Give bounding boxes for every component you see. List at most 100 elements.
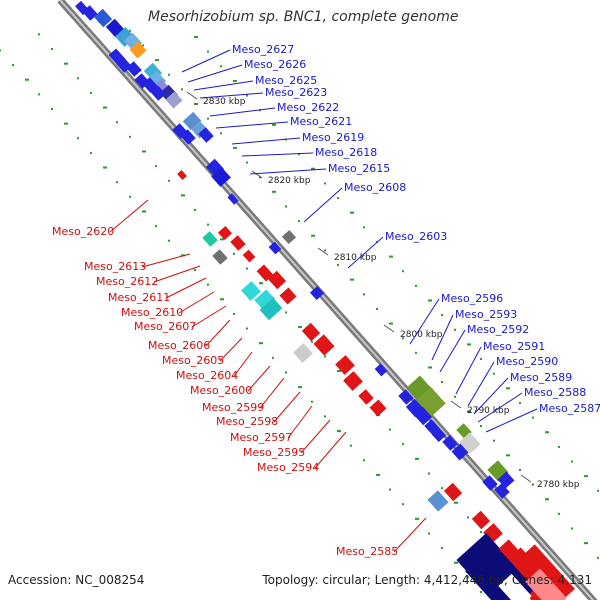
gc-dot <box>168 179 170 182</box>
gc-dot <box>467 343 471 346</box>
gene-block <box>182 111 202 131</box>
gene-label: Meso_2626 <box>244 58 306 71</box>
gc-dot <box>38 33 40 36</box>
gc-dot <box>441 381 443 384</box>
leader-line <box>141 253 191 268</box>
gene-block <box>427 490 449 512</box>
gene-label: Meso_2607 <box>134 320 196 333</box>
gene-block <box>267 270 287 290</box>
gc-dot <box>155 59 159 62</box>
gc-dot <box>285 371 287 374</box>
gc-dot <box>441 314 443 317</box>
gc-dot <box>454 501 458 504</box>
gene-block <box>129 41 147 59</box>
gene-block <box>230 235 246 251</box>
leader-line <box>439 329 466 373</box>
leader-line <box>181 49 231 73</box>
gene-label: Meso_2592 <box>467 323 529 336</box>
gene-label: Meso_2603 <box>385 230 447 243</box>
gene-block <box>313 334 335 356</box>
leader-line <box>199 92 264 99</box>
gc-dot <box>363 459 365 462</box>
gc-dot <box>311 400 313 403</box>
gene-label: Meso_2589 <box>510 371 572 384</box>
gene-block <box>217 225 233 241</box>
leader-line <box>485 408 538 433</box>
gc-dot <box>298 326 302 329</box>
gc-dot <box>467 516 469 519</box>
gc-dot <box>571 460 573 463</box>
gc-dot <box>90 151 92 154</box>
tick-mark <box>383 324 395 333</box>
gc-dot <box>298 153 300 156</box>
leader-line <box>393 517 427 553</box>
gene-block <box>198 127 214 143</box>
gene-block <box>497 471 515 489</box>
gc-dot <box>532 483 534 486</box>
gc-dot <box>454 328 456 331</box>
gene-block <box>150 85 166 101</box>
gene-block <box>126 61 142 77</box>
gc-dot <box>220 65 222 68</box>
gene-label: Meso_2622 <box>277 101 339 114</box>
gc-dot <box>428 472 430 475</box>
gc-dot <box>506 387 510 390</box>
gene-block <box>254 289 276 311</box>
gene-label: Meso_2590 <box>496 355 558 368</box>
gene-block <box>82 5 98 21</box>
leader-line <box>409 298 440 345</box>
gene-label: Meso_2612 <box>96 275 158 288</box>
leader-line <box>347 236 384 269</box>
gene-label: Meso_2619 <box>302 131 364 144</box>
gene-label: Meso_2587 <box>539 402 600 415</box>
tick-label: 2830 kbp <box>203 97 246 107</box>
gc-dot <box>64 122 68 125</box>
gc-dot <box>272 356 274 359</box>
gc-dot <box>480 591 482 594</box>
gc-dot-tracks <box>0 29 599 594</box>
gene-label: Meso_2625 <box>255 74 317 87</box>
gc-dot <box>584 475 588 478</box>
gc-dot <box>532 416 534 419</box>
gene-label: Meso_2606 <box>148 339 210 352</box>
gc-dot <box>103 166 107 169</box>
gc-dot <box>558 512 560 515</box>
gene-block <box>398 389 414 405</box>
gc-dot <box>324 249 326 252</box>
leader-line <box>241 152 314 157</box>
gene-label: Meso_2605 <box>162 354 224 367</box>
gc-dot <box>454 561 458 564</box>
tick-mark <box>450 400 462 409</box>
gc-dot <box>571 527 573 530</box>
gc-dot <box>181 254 185 257</box>
gc-dot <box>506 454 510 457</box>
gene-block <box>211 167 231 187</box>
gene-block <box>424 419 440 435</box>
gc-dot <box>142 210 146 213</box>
gc-dot <box>181 194 185 197</box>
gc-dot <box>220 238 224 241</box>
gc-dot <box>233 312 235 315</box>
topology-text: Topology: circular; Length: 4,412,446 bp… <box>262 573 592 587</box>
gene-label: Meso_2593 <box>455 308 517 321</box>
leader-line <box>187 64 243 83</box>
gene-label: Meso_2610 <box>121 306 183 319</box>
gc-dot <box>402 503 404 506</box>
gc-dot <box>194 209 196 212</box>
gc-dot <box>155 165 157 168</box>
gene-label: Meso_2627 <box>232 43 294 56</box>
gc-dot <box>77 77 79 80</box>
gc-dot <box>415 351 417 354</box>
gene-block <box>416 387 446 417</box>
gc-dot <box>38 93 40 96</box>
gc-dot <box>103 106 107 109</box>
gc-dot <box>389 428 391 431</box>
gc-dot <box>129 135 131 138</box>
gc-dot <box>207 117 209 120</box>
gc-dot <box>441 487 443 490</box>
leader-line <box>191 305 227 328</box>
gc-dot <box>246 327 248 330</box>
gene-block <box>451 443 469 461</box>
tick-label: 2790 kbp <box>467 406 510 416</box>
